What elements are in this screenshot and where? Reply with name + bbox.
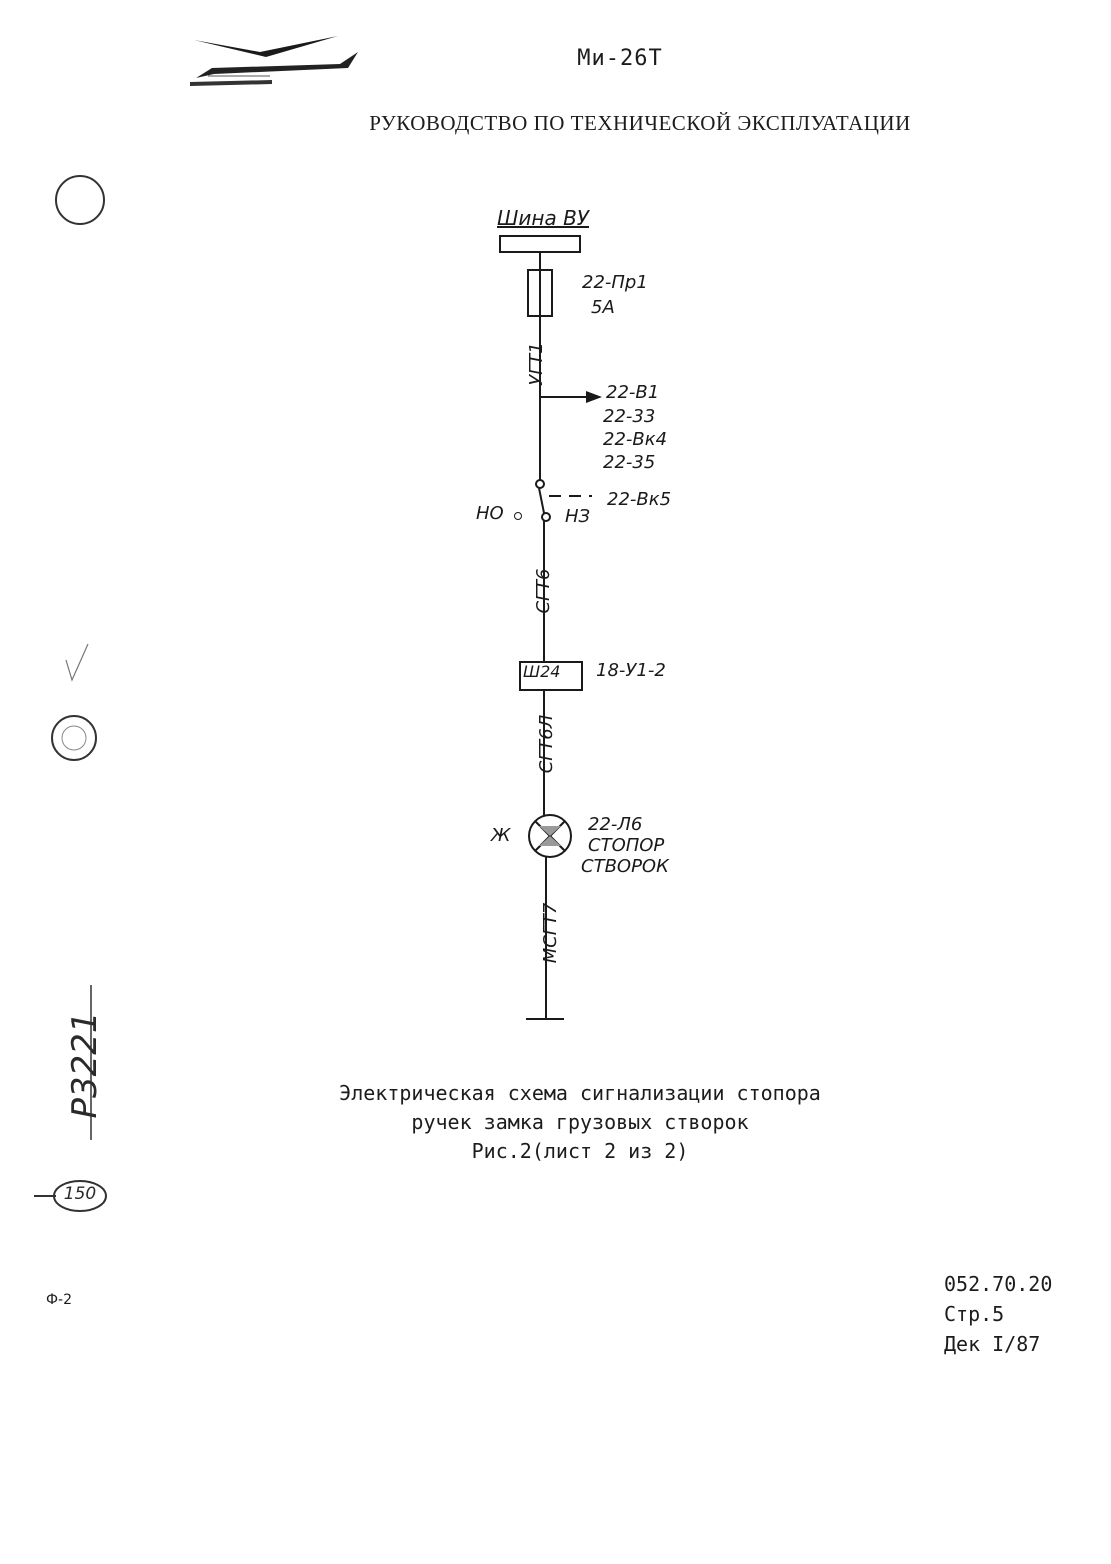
vertical-margin-line [90, 985, 92, 1140]
helicopter-logo [190, 36, 358, 86]
lamp-name-label: СТВОРОК [581, 856, 669, 877]
wire-label-1: УГТ1 [526, 342, 547, 386]
handwritten-doc-number: Р3221 [65, 1011, 105, 1119]
branch-target-label: 22-В1 [606, 382, 660, 403]
branch-target-label: 22-35 [603, 452, 656, 473]
wire-label-2: СГТ6 [533, 568, 554, 614]
switch-nc-label: НЗ [565, 506, 591, 527]
figure-caption-line3: Рис.2(лист 2 из 2) [471, 1139, 689, 1163]
empty-circle-stamp [55, 175, 105, 225]
check-mark-icon [65, 643, 89, 682]
circled-page-number: 150 [63, 1184, 97, 1204]
connector-ref-label: 18-У1-2 [596, 660, 666, 681]
switch-contact-top [535, 479, 545, 489]
branch-arrowhead [586, 391, 602, 403]
fuse-ref-label: 22-Пр1 [582, 272, 648, 293]
round-seal-stamp [51, 715, 97, 761]
connector-label: Ш24 [523, 662, 561, 681]
figure-caption-line1: Электрическая схема сигнализации стопора [339, 1081, 821, 1105]
circled-number-oval [34, 1180, 107, 1212]
document-code: 052.70.20 [944, 1272, 1053, 1296]
bus-label: Шина ВУ [497, 206, 589, 230]
wiring-schematic [499, 235, 602, 1020]
wire-label-4: МСГТ7 [540, 902, 561, 964]
switch-no-contact [514, 512, 522, 520]
branch-target-label: 22-Вк4 [603, 429, 668, 450]
wire-label-3: СГТ6Л [536, 714, 557, 774]
aircraft-model: Ми-26Т [577, 46, 663, 71]
page-number: Стр.5 [944, 1302, 1005, 1326]
switch-contact-nc [541, 512, 551, 522]
branch-target-label: 22-33 [603, 406, 656, 427]
fuse-rating-label: 5А [591, 297, 615, 318]
lamp-color-label: Ж [491, 825, 511, 846]
lamp-symbol [528, 814, 572, 858]
revision-date: Дек I/87 [944, 1332, 1041, 1356]
bus-bar [499, 235, 581, 253]
form-mark: Ф-2 [46, 1292, 73, 1308]
figure-caption-line2: ручек замка грузовых створок [411, 1110, 749, 1134]
switch-ref-label: 22-Вк5 [607, 489, 672, 510]
manual-title: РУКОВОДСТВО ПО ТЕХНИЧЕСКОЙ ЭКСПЛУАТАЦИИ [369, 111, 911, 135]
switch-no-label: НО [476, 503, 504, 524]
lamp-ref-label: 22-Л6 [588, 814, 643, 835]
lamp-name-label: СТОПОР [588, 835, 665, 856]
switch-blade [538, 487, 545, 514]
connector-box [519, 661, 583, 691]
